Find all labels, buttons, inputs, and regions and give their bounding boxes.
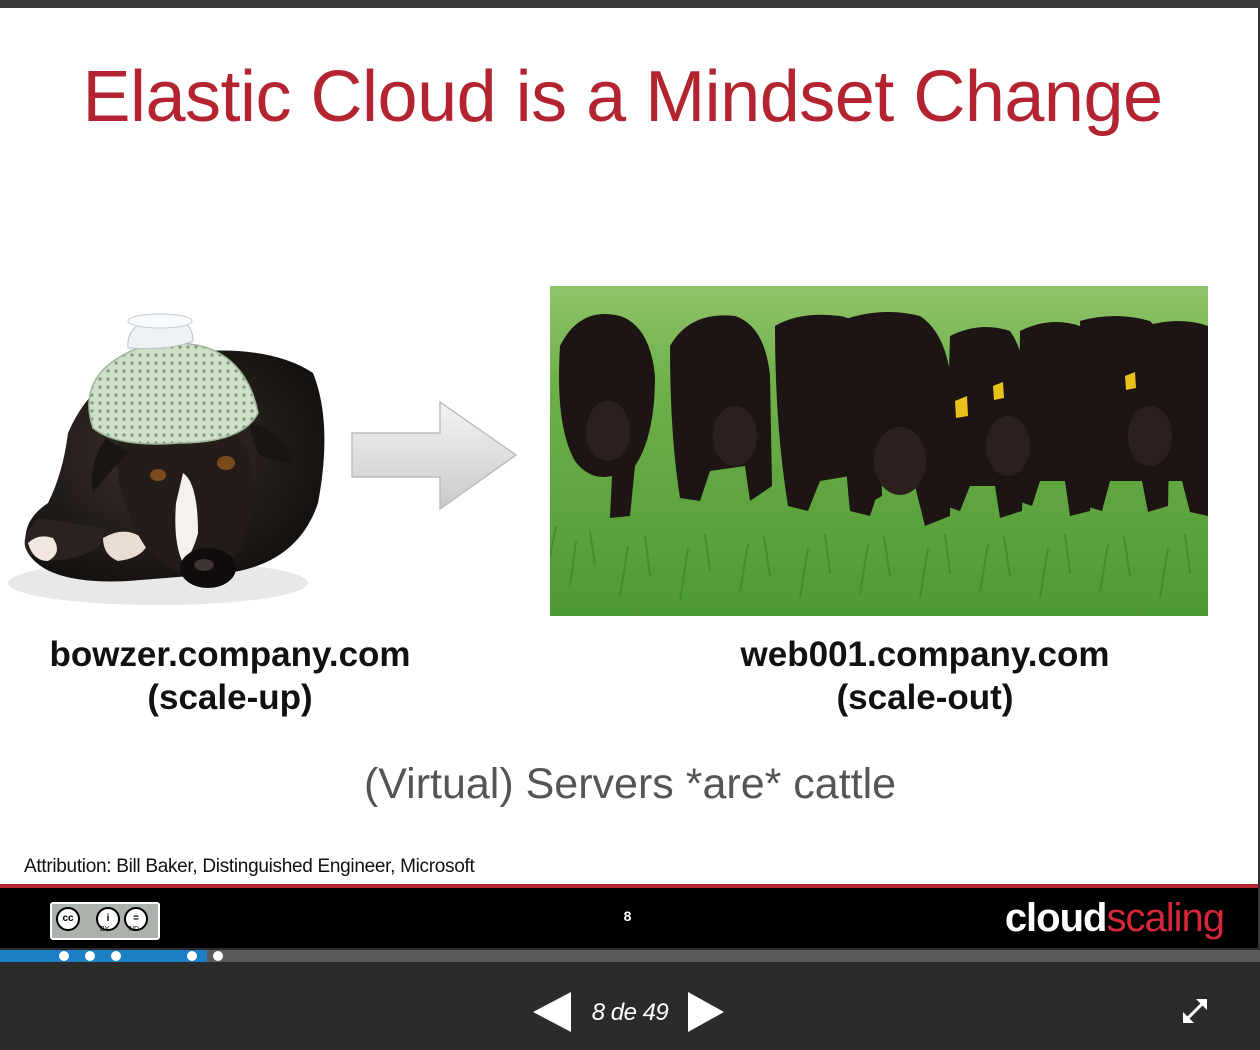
progress-bar[interactable] <box>0 950 1260 962</box>
dog-image <box>8 313 325 605</box>
progress-marker[interactable] <box>187 951 197 961</box>
next-slide-button[interactable] <box>688 992 724 1032</box>
cc-icon: cc <box>56 907 80 931</box>
fullscreen-icon[interactable] <box>1180 996 1210 1026</box>
scale-up-label: (scale-up) <box>147 678 313 717</box>
nd-label: ND <box>129 926 140 933</box>
progress-marker-current[interactable] <box>213 951 223 961</box>
attribution-text: Attribution: Bill Baker, Distinguished E… <box>24 856 475 877</box>
slide-footer: cc i = BY ND 8 cloudscaling <box>0 884 1258 948</box>
slide-subtitle: (Virtual) Servers *are* cattle <box>363 760 897 808</box>
scale-up-hostname: bowzer.company.com <box>49 635 411 674</box>
transition-arrow-icon <box>351 400 518 511</box>
slide-number: 8 <box>623 908 632 924</box>
by-label: BY <box>100 926 110 933</box>
cloudscaling-logo: cloudscaling <box>1004 896 1225 940</box>
progress-marker[interactable] <box>111 951 121 961</box>
scale-out-hostname: web001.company.com <box>740 635 1110 674</box>
slide-pager: 8 de 49 <box>591 999 669 1026</box>
slide-canvas: Elastic Cloud is a Mindset Change <box>0 8 1260 948</box>
scale-up-caption: bowzer.company.com (scale-up) <box>20 633 440 719</box>
scale-out-caption: web001.company.com (scale-out) <box>700 633 1150 719</box>
nd-icon: = <box>124 907 148 931</box>
cc-license-badge: cc i = BY ND <box>50 902 160 940</box>
cattle-image <box>550 286 1208 616</box>
progress-fill <box>0 950 207 962</box>
scale-out-label: (scale-out) <box>836 678 1014 717</box>
progress-marker[interactable] <box>85 951 95 961</box>
progress-marker[interactable] <box>59 951 69 961</box>
slide-title: Elastic Cloud is a Mindset Change <box>82 57 1163 137</box>
previous-slide-button[interactable] <box>533 992 571 1032</box>
player-controls: 8 de 49 <box>0 962 1260 1050</box>
by-icon: i <box>96 907 120 931</box>
top-bar <box>0 0 1260 8</box>
